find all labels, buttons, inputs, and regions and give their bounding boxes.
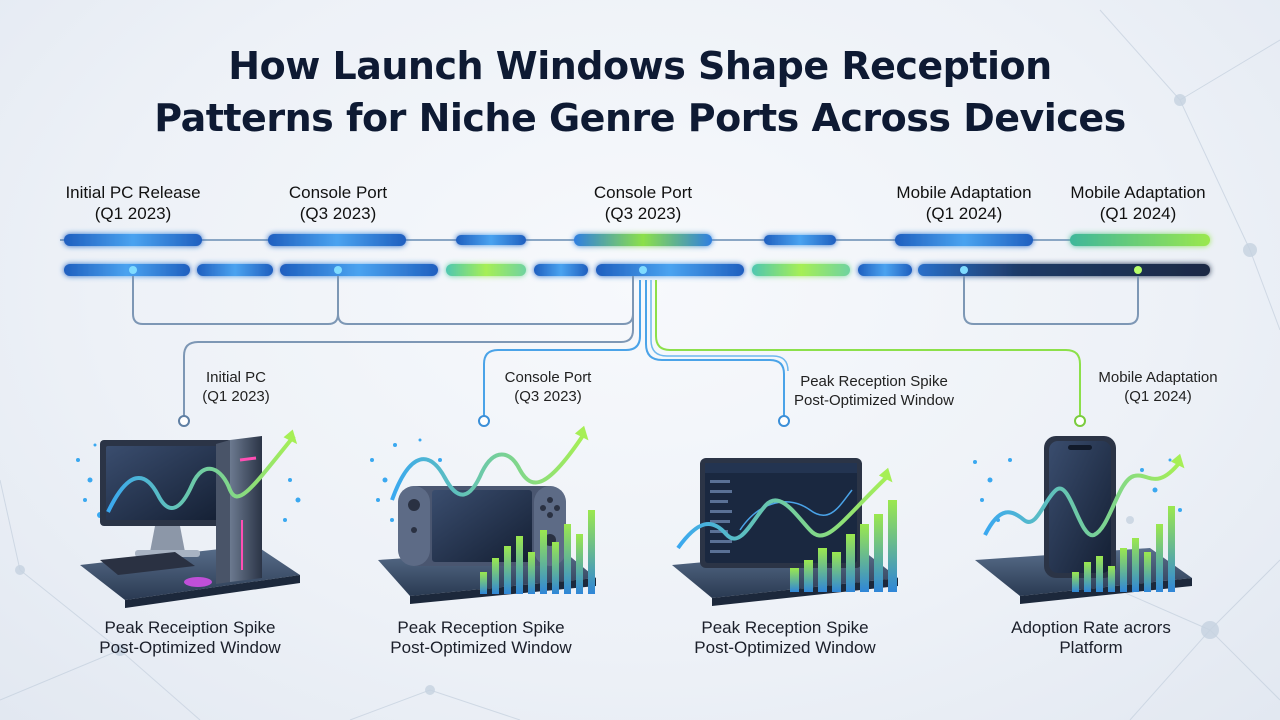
caption-pc: Peak Receiption Spike Post-Optimized Win… [60, 618, 320, 658]
timeline-bar [574, 234, 712, 246]
caption-line-1: Peak Reception Spike [397, 618, 565, 637]
smartphone-illustration [973, 436, 1192, 604]
connector-node [478, 415, 490, 427]
caption-line-2: Post-Optimized Window [390, 638, 572, 657]
timeline-bar [64, 264, 190, 276]
milestone-date: (Q1 2024) [925, 204, 1003, 223]
milestone-name: Console Port [593, 183, 693, 202]
milestone-name: Initial PC Release [65, 183, 201, 202]
milestone-dot [129, 266, 137, 274]
page-title: How Launch Windows Shape Reception Patte… [0, 40, 1280, 144]
panel-label-mobile: Mobile Adaptation (Q1 2024) [1058, 368, 1258, 406]
milestone-dot [1134, 266, 1142, 274]
connector-node [778, 415, 790, 427]
milestone-name: Mobile Adaptation [1070, 183, 1206, 202]
milestone-date: (Q3 2023) [299, 204, 377, 223]
desktop-pc-illustration [76, 429, 301, 608]
connector-node [178, 415, 190, 427]
timeline-bar [456, 235, 526, 245]
milestone-date: (Q1 2024) [1099, 204, 1177, 223]
handheld-console-illustration [370, 425, 596, 604]
tablet-illustration [672, 458, 898, 606]
connector-panel-4 [655, 280, 1081, 420]
caption-line-2: Post-Optimized Window [99, 638, 281, 657]
caption-line-1: Adoption Rate acrors [1011, 618, 1171, 637]
panel-label-line-2: (Q1 2024) [1124, 388, 1192, 405]
milestone-label-pc-release: Initial PC Release (Q1 2023) [33, 182, 233, 224]
milestone-dot [960, 266, 968, 274]
timeline-bar [596, 264, 744, 276]
connector-panel-1 [183, 300, 634, 420]
title-line-1: How Launch Windows Shape Reception [228, 44, 1052, 88]
timeline-bar [764, 235, 836, 245]
timeline-bar [446, 264, 526, 276]
timeline-bar [858, 264, 912, 276]
milestone-label-console-port-2: Console Port (Q3 2023) [543, 182, 743, 224]
timeline-bar [534, 264, 588, 276]
caption-line-2: Post-Optimized Window [694, 638, 876, 657]
panel-label-line-1: Mobile Adaptation [1098, 369, 1218, 386]
connector-panel-2 [483, 280, 641, 420]
panel-label-line-1: Console Port [504, 369, 592, 386]
milestone-label-console-port-1: Console Port (Q3 2023) [238, 182, 438, 224]
timeline-bar [197, 264, 273, 276]
caption-mobile: Adoption Rate acrors Platform [961, 618, 1221, 658]
panel-label-line-1: Peak Reception Spike [800, 373, 948, 390]
milestone-dot [334, 266, 342, 274]
connector-panel-3 [645, 280, 785, 420]
milestone-name: Mobile Adaptation [896, 183, 1032, 202]
timeline-bar [1070, 234, 1210, 246]
panel-label-console: Console Port (Q3 2023) [448, 368, 648, 406]
caption-line-1: Peak Reception Spike [701, 618, 869, 637]
timeline-graphic [60, 234, 1210, 427]
panel-label-line-2: Post-Optimized Window [793, 392, 955, 409]
panel-label-pc: Initial PC (Q1 2023) [136, 368, 336, 406]
panel-label-line-2: (Q1 2023) [202, 388, 270, 405]
milestone-date: (Q3 2023) [604, 204, 682, 223]
caption-line-1: Peak Receiption Spike [104, 618, 276, 637]
timeline-bar [268, 234, 406, 246]
timeline-bar [752, 264, 850, 276]
caption-line-2: Platform [1059, 638, 1123, 657]
milestone-dot [639, 266, 647, 274]
connector-panel-3-secondary [650, 280, 789, 372]
title-line-2: Patterns for Niche Genre Ports Across De… [154, 96, 1126, 140]
caption-tablet: Peak Reception Spike Post-Optimized Wind… [655, 618, 915, 658]
milestone-label-mobile-adaptation-2: Mobile Adaptation (Q1 2024) [1038, 182, 1238, 224]
timeline-bar [280, 264, 438, 276]
milestone-name: Console Port [288, 183, 388, 202]
panel-label-line-1: Initial PC [205, 369, 267, 386]
timeline-bar [895, 234, 1033, 246]
timeline-bar [64, 234, 202, 246]
milestone-date: (Q1 2023) [94, 204, 172, 223]
panel-label-line-2: (Q3 2023) [514, 388, 582, 405]
connector-node [1074, 415, 1086, 427]
caption-console: Peak Reception Spike Post-Optimized Wind… [351, 618, 611, 658]
milestone-label-mobile-adaptation-1: Mobile Adaptation (Q1 2024) [864, 182, 1064, 224]
panel-label-tablet: Peak Reception Spike Post-Optimized Wind… [774, 372, 974, 410]
